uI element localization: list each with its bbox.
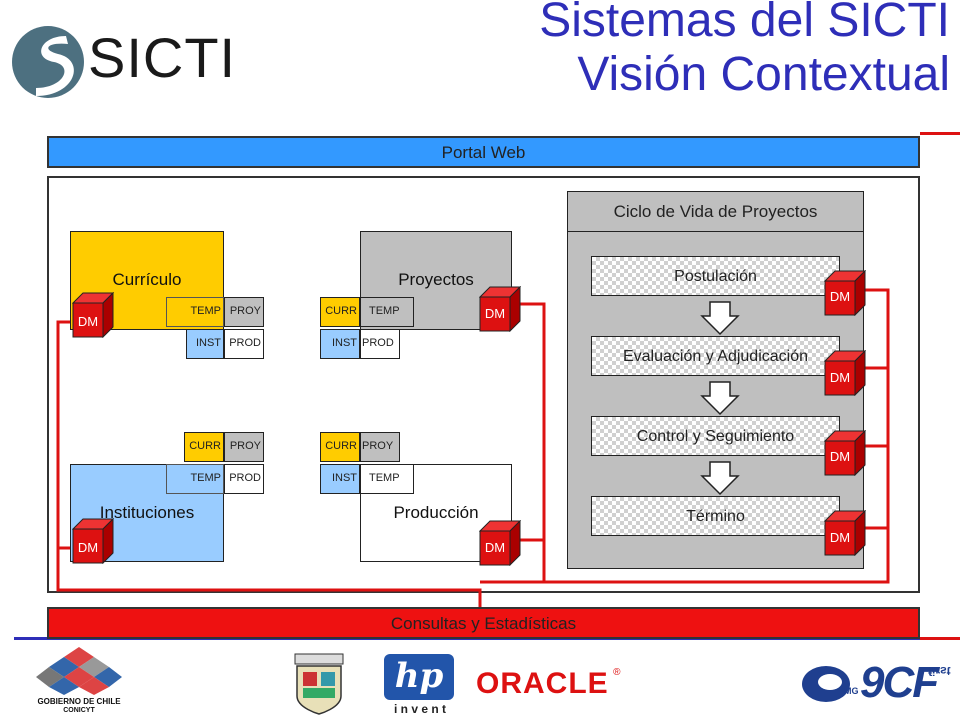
slide-title: Sistemas del SICTI Visión Contextual [350, 0, 950, 102]
tag-prod: PROD [224, 464, 264, 494]
cube-icon [72, 292, 114, 338]
phase-evaluacion[interactable]: Evaluación y Adjudicación [591, 336, 840, 376]
tag-inst: INST [186, 329, 224, 359]
portal-web-label: Portal Web [441, 143, 526, 162]
dm-label: DM [484, 306, 506, 321]
dm-label: DM [829, 370, 851, 385]
accent-line-top [920, 132, 960, 135]
hp-text: hp [394, 656, 444, 696]
tag-proy: PROY [224, 297, 264, 327]
oracle-text: ORACLE [476, 667, 609, 700]
arrow-down-icon [700, 301, 740, 336]
ciclo-header: Ciclo de Vida de Proyectos [568, 192, 863, 232]
tag-prod: PROD [360, 329, 400, 359]
cube-icon [824, 510, 866, 556]
gobierno-chile-logo: GOBIERNO DE CHILE CONICYT [34, 645, 124, 717]
cube-icon [72, 518, 114, 564]
tag-curr: CURR [320, 432, 360, 462]
hp-logo: hp i n v e n t [384, 654, 456, 720]
hp-badge: hp [384, 654, 454, 700]
module-proyectos-title: Proyectos [398, 270, 474, 289]
university-crest-logo [293, 652, 345, 716]
tag-inst: INST [320, 329, 360, 359]
portal-web-bar[interactable]: Portal Web [47, 136, 920, 168]
gcf-sup: first [928, 664, 951, 678]
module-curriculo-title: Currículo [112, 270, 182, 289]
dm-cube-evaluacion[interactable]: DM [824, 350, 866, 396]
tag-inst: INST [320, 464, 360, 494]
module-instituciones-title: Instituciones [99, 503, 195, 522]
dm-cube-produccion[interactable]: DM [479, 520, 521, 566]
consultas-label: Consultas y Estadísticas [390, 614, 577, 633]
dm-label: DM [829, 449, 851, 464]
gov-line-1: GOBIERNO DE CHILE [37, 697, 121, 706]
gcf-small: MG [844, 686, 859, 696]
main-container [47, 176, 920, 593]
tag-prod: PROD [224, 329, 264, 359]
module-produccion-title: Producción [393, 503, 479, 522]
accent-line-bottom [920, 637, 960, 640]
phase-label: Control y Seguimiento [636, 428, 795, 445]
dm-cube-control[interactable]: DM [824, 430, 866, 476]
ciclo-title: Ciclo de Vida de Proyectos [613, 202, 818, 221]
dm-cube-termino[interactable]: DM [824, 510, 866, 556]
tag-temp: TEMP [360, 464, 414, 494]
gov-emblem-icon [36, 647, 122, 695]
phase-label: Término [686, 508, 745, 525]
tag-proy: PROY [224, 432, 264, 462]
tag-proy: PROY [360, 432, 400, 462]
tag-curr: CURR [184, 432, 224, 462]
dm-cube-curriculo[interactable]: DM [72, 292, 114, 338]
phase-termino[interactable]: Término [591, 496, 840, 536]
gcf-text: 9CF [860, 658, 939, 707]
cube-icon [824, 270, 866, 316]
crest-icon [294, 653, 344, 715]
title-line-1: Sistemas del SICTI [539, 0, 950, 47]
tag-temp: TEMP [360, 297, 414, 327]
gcf-swoosh-icon [802, 666, 850, 702]
dm-label: DM [77, 314, 99, 329]
arrow-down-icon [700, 381, 740, 416]
phase-label: Evaluación y Adjudicación [622, 348, 808, 365]
tag-curr: CURR [320, 297, 360, 327]
gov-line-2: CONICYT [63, 707, 95, 714]
cube-icon [479, 286, 521, 332]
cube-icon [824, 430, 866, 476]
phase-label: Postulación [674, 268, 757, 285]
arrow-down-icon [700, 461, 740, 496]
tag-temp: TEMP [166, 297, 224, 327]
hp-invent: i n v e n t [393, 702, 446, 716]
cube-icon [824, 350, 866, 396]
dm-cube-proyectos[interactable]: DM [479, 286, 521, 332]
cube-icon [479, 520, 521, 566]
title-line-2: Visión Contextual [577, 48, 950, 101]
dm-cube-postulacion[interactable]: DM [824, 270, 866, 316]
consultas-bar[interactable]: Consultas y Estadísticas [47, 607, 920, 639]
oracle-mark: ® [613, 667, 621, 678]
sicti-logo: SICTI [6, 22, 256, 102]
gcf-logo: MG 9CF first [800, 656, 958, 716]
dm-label: DM [829, 289, 851, 304]
oracle-logo: ORACLE ® [476, 667, 626, 703]
dm-label: DM [829, 530, 851, 545]
dm-cube-instituciones[interactable]: DM [72, 518, 114, 564]
phase-postulacion[interactable]: Postulación [591, 256, 840, 296]
dm-label: DM [77, 540, 99, 555]
sicti-logo-mark-icon [12, 26, 84, 98]
phase-control[interactable]: Control y Seguimiento [591, 416, 840, 456]
dm-label: DM [484, 540, 506, 555]
sicti-logo-text: SICTI [88, 26, 237, 89]
tag-temp: TEMP [166, 464, 224, 494]
